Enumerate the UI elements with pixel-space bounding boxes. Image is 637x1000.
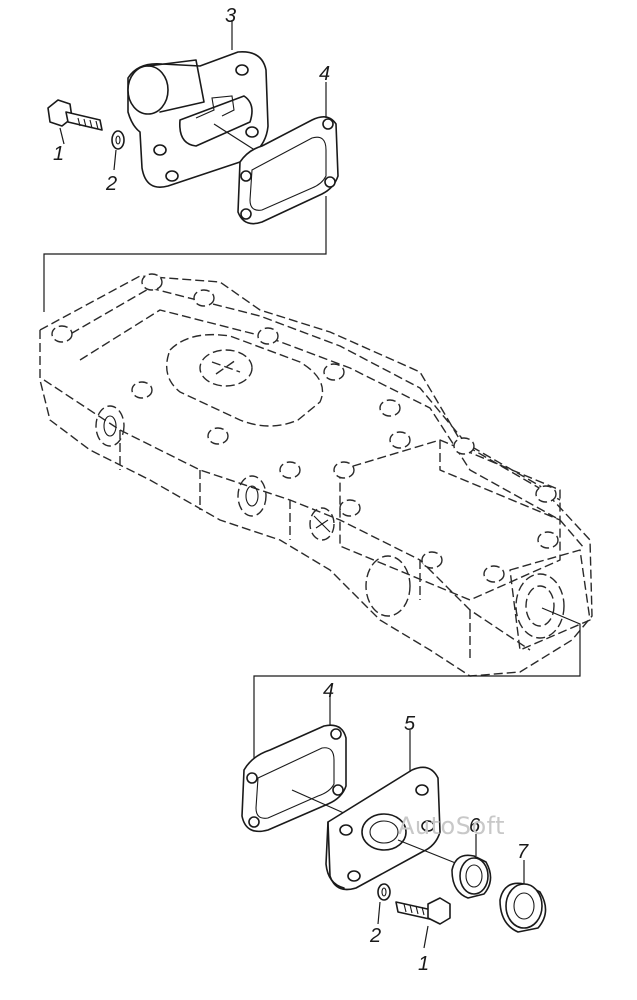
bottom-washer-part xyxy=(377,883,391,925)
top-washer-part xyxy=(111,130,125,171)
top-gasket-part xyxy=(237,82,339,225)
top-assembly xyxy=(43,20,339,312)
callout-bottom-cover: 5 xyxy=(404,713,416,735)
top-bolt-part xyxy=(47,99,103,145)
callout-top-bolt: 1 xyxy=(53,143,64,165)
callout-bottom-washer: 2 xyxy=(369,925,381,947)
block-bores xyxy=(95,405,565,639)
watermark: AutoSoft xyxy=(398,812,505,840)
bottom-leader-bracket xyxy=(253,607,581,758)
block-bolt-heads xyxy=(51,273,559,583)
callout-bottom-gasket: 4 xyxy=(323,680,334,702)
bottom-gasket-part xyxy=(241,694,347,833)
callout-top-washer: 2 xyxy=(105,173,117,195)
callout-top-gasket: 4 xyxy=(319,63,330,85)
bottom-bolt-part xyxy=(395,897,451,949)
callout-bottom-bolt: 1 xyxy=(418,953,429,975)
bottom-seal-7-part xyxy=(499,860,547,933)
top-leader-bracket xyxy=(43,196,327,312)
callout-bottom-seal-b: 7 xyxy=(517,841,529,863)
callout-top-cover: 3 xyxy=(225,5,236,27)
phantom-housing-block xyxy=(39,273,593,677)
bottom-cover-part xyxy=(325,730,459,891)
bottom-seal-6-part xyxy=(451,834,492,899)
callout-bottom-seal-a: 6 xyxy=(469,815,481,837)
bottom-assembly xyxy=(241,694,547,949)
top-cover-part xyxy=(127,20,287,188)
